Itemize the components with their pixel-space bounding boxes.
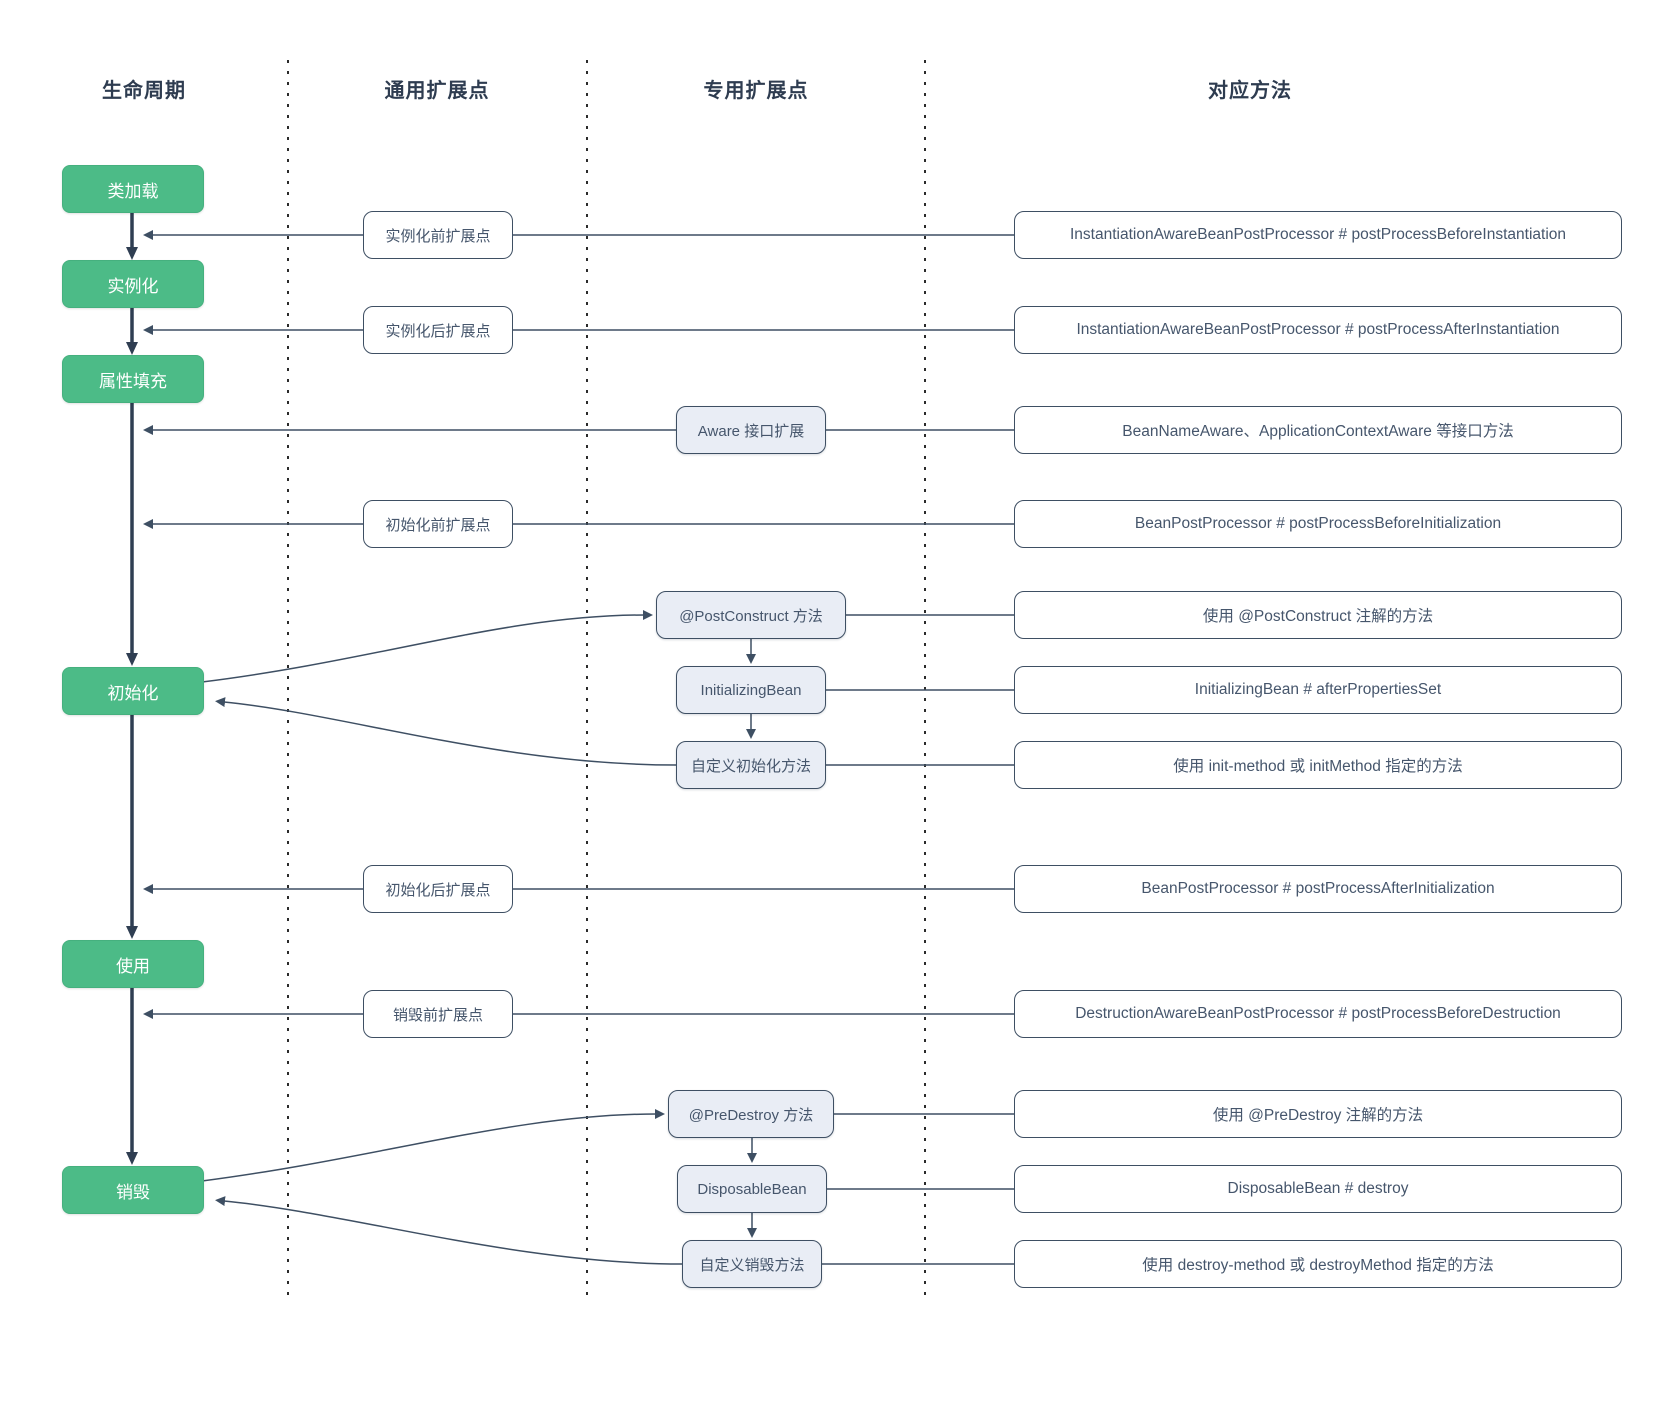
general-point-after-initialization: 初始化后扩展点 bbox=[363, 865, 513, 913]
method-post-process-before-instantiation: InstantiationAwareBeanPostProcessor # po… bbox=[1014, 211, 1622, 259]
stage-usage: 使用 bbox=[62, 940, 204, 988]
stage-property-population: 属性填充 bbox=[62, 355, 204, 403]
init-destroy-loop-curves bbox=[201, 610, 683, 1265]
dedicated-point-aware: Aware 接口扩展 bbox=[676, 406, 826, 454]
dedicated-point-initializing-bean: InitializingBean bbox=[676, 666, 826, 714]
header-general-extension-points: 通用扩展点 bbox=[384, 80, 490, 102]
extension-row-arrows bbox=[143, 230, 1014, 1019]
method-after-properties-set: InitializingBean # afterPropertiesSet bbox=[1014, 666, 1622, 714]
general-point-before-destruction: 销毁前扩展点 bbox=[363, 990, 513, 1038]
method-post-construct-annotated: 使用 @PostConstruct 注解的方法 bbox=[1014, 591, 1622, 639]
header-corresponding-methods: 对应方法 bbox=[1208, 80, 1292, 102]
header-dedicated-extension-points: 专用扩展点 bbox=[703, 80, 809, 102]
method-aware-interfaces: BeanNameAware、ApplicationContextAware 等接… bbox=[1014, 406, 1622, 454]
method-destroy-method: 使用 destroy-method 或 destroyMethod 指定的方法 bbox=[1014, 1240, 1622, 1288]
method-post-process-after-instantiation: InstantiationAwareBeanPostProcessor # po… bbox=[1014, 306, 1622, 354]
dedicated-point-custom-destroy: 自定义销毁方法 bbox=[682, 1240, 822, 1288]
method-init-method: 使用 init-method 或 initMethod 指定的方法 bbox=[1014, 741, 1622, 789]
dedicated-point-disposable-bean: DisposableBean bbox=[677, 1165, 827, 1213]
stage-instantiation: 实例化 bbox=[62, 260, 204, 308]
method-disposable-bean-destroy: DisposableBean # destroy bbox=[1014, 1165, 1622, 1213]
header-lifecycle: 生命周期 bbox=[102, 80, 186, 102]
general-point-after-instantiation: 实例化后扩展点 bbox=[363, 306, 513, 354]
method-post-process-before-destruction: DestructionAwareBeanPostProcessor # post… bbox=[1014, 990, 1622, 1038]
dedicated-point-custom-init: 自定义初始化方法 bbox=[676, 741, 826, 789]
stage-class-loading: 类加载 bbox=[62, 165, 204, 213]
stage-initialization: 初始化 bbox=[62, 667, 204, 715]
dedicated-chain-arrows bbox=[746, 639, 757, 1238]
dedicated-point-pre-destroy: @PreDestroy 方法 bbox=[668, 1090, 834, 1138]
general-point-before-initialization: 初始化前扩展点 bbox=[363, 500, 513, 548]
method-post-process-before-initialization: BeanPostProcessor # postProcessBeforeIni… bbox=[1014, 500, 1622, 548]
dedicated-to-method-links bbox=[822, 614, 1014, 1265]
dedicated-point-post-construct: @PostConstruct 方法 bbox=[656, 591, 846, 639]
general-point-before-instantiation: 实例化前扩展点 bbox=[363, 211, 513, 259]
method-pre-destroy-annotated: 使用 @PreDestroy 注解的方法 bbox=[1014, 1090, 1622, 1138]
method-post-process-after-initialization: BeanPostProcessor # postProcessAfterInit… bbox=[1014, 865, 1622, 913]
stage-destruction: 销毁 bbox=[62, 1166, 204, 1214]
